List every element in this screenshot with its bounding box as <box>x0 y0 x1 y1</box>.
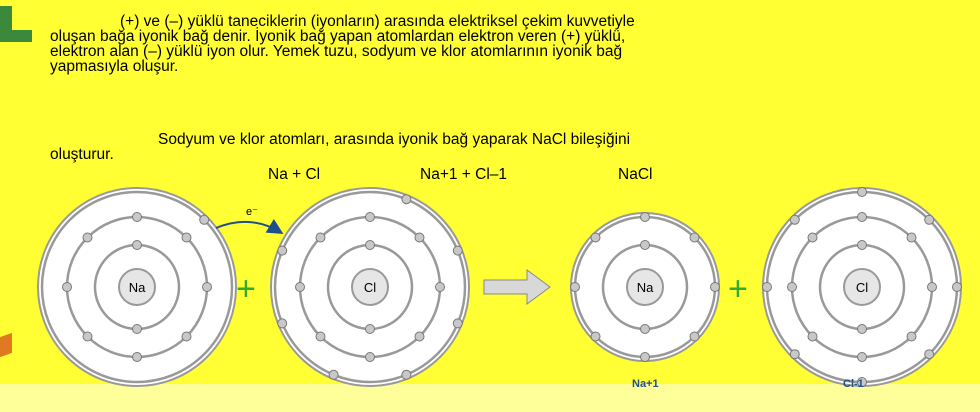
electron <box>570 282 580 292</box>
electron <box>401 194 412 205</box>
electron <box>62 282 72 292</box>
electron <box>857 324 867 334</box>
electron <box>710 282 720 292</box>
electron <box>924 214 935 225</box>
decorative-bar <box>0 6 12 42</box>
electron <box>807 331 818 342</box>
electron <box>640 212 650 222</box>
electron <box>435 282 445 292</box>
electron <box>906 232 917 243</box>
equation-product: NaCl <box>618 166 653 183</box>
nucleus-label: Cl <box>856 280 868 295</box>
electron <box>689 232 700 243</box>
cl-ion-caption: Cl-1 <box>843 378 864 390</box>
electron <box>857 240 867 250</box>
electron <box>295 282 305 292</box>
nucleus <box>843 268 881 306</box>
electron <box>365 352 375 362</box>
atoms-layer: Na Cl Na Cl <box>37 187 962 387</box>
nucleus <box>351 268 389 306</box>
nucleus <box>118 268 156 306</box>
electron <box>807 232 818 243</box>
electron <box>315 232 326 243</box>
electron <box>132 240 142 250</box>
formation-line-1: Sodyum ve klor atomları, arasında iyonik… <box>158 131 631 148</box>
electron <box>789 214 800 225</box>
electron <box>132 212 142 222</box>
electron <box>82 331 93 342</box>
electron <box>857 352 867 362</box>
electron <box>414 331 425 342</box>
electron <box>365 240 375 250</box>
electron <box>787 282 797 292</box>
electron <box>927 282 937 292</box>
nucleus <box>626 268 664 306</box>
electron <box>132 352 142 362</box>
nucleus-label: Cl <box>364 280 376 295</box>
electron <box>590 232 601 243</box>
electron <box>924 349 935 360</box>
electron <box>132 324 142 334</box>
formation-line-2: oluşturur. <box>50 146 114 163</box>
electron <box>277 318 288 329</box>
na-ion-atom: Na <box>570 212 720 362</box>
equation-reactants: Na + Cl <box>268 166 321 183</box>
electron <box>452 245 463 256</box>
electron <box>689 331 700 342</box>
nucleus-label: Na <box>129 280 146 295</box>
plus-sign-reactants: + <box>236 270 256 308</box>
electron <box>315 331 326 342</box>
electron <box>181 232 192 243</box>
electron-label: e⁻ <box>246 206 258 218</box>
definition-line-2: oluşan bağa iyonik bağ denir. İyonik bağ… <box>50 28 626 45</box>
electron <box>952 282 962 292</box>
electron-shell <box>40 190 234 384</box>
electron <box>640 324 650 334</box>
electron <box>789 349 800 360</box>
definition-line-4: yapmasıyla oluşur. <box>50 58 179 75</box>
electron <box>365 324 375 334</box>
electron <box>414 232 425 243</box>
cl-atom: Cl <box>270 187 470 387</box>
electron <box>401 369 412 380</box>
definition-line-1: (+) ve (–) yüklü taneciklerin (iyonların… <box>120 13 635 30</box>
electron <box>590 331 601 342</box>
cl-ion-atom: Cl <box>762 187 962 387</box>
na-ion-caption: Na+1 <box>632 378 659 390</box>
electron <box>202 282 212 292</box>
electron <box>857 212 867 222</box>
nacl-formation-text: Sodyum ve klor atomları, arasında iyonik… <box>50 131 950 163</box>
electron <box>452 318 463 329</box>
electron <box>762 282 772 292</box>
electron <box>181 331 192 342</box>
electron <box>365 212 375 222</box>
reaction-arrow <box>483 269 551 305</box>
electron <box>82 232 93 243</box>
electron <box>906 331 917 342</box>
electron <box>199 214 210 225</box>
electron <box>857 187 867 197</box>
decorative-bar-foot <box>12 30 32 42</box>
definition-line-3: elektron alan (–) yüklü iyon olur. Yemek… <box>50 43 623 60</box>
electron-shell <box>273 190 467 384</box>
bottom-band <box>0 384 980 412</box>
ionic-bond-definition: (+) ve (–) yüklü taneciklerin (iyonların… <box>50 13 950 75</box>
nucleus-label: Na <box>637 280 654 295</box>
electron <box>640 352 650 362</box>
electron <box>640 240 650 250</box>
na-atom: Na <box>37 187 237 387</box>
equation-ions: Na+1 + Cl–1 <box>420 166 508 183</box>
electron-transfer-arrow <box>215 218 284 235</box>
plus-sign-products: + <box>728 270 748 308</box>
electron <box>277 245 288 256</box>
electron <box>857 377 867 387</box>
electron <box>328 369 339 380</box>
